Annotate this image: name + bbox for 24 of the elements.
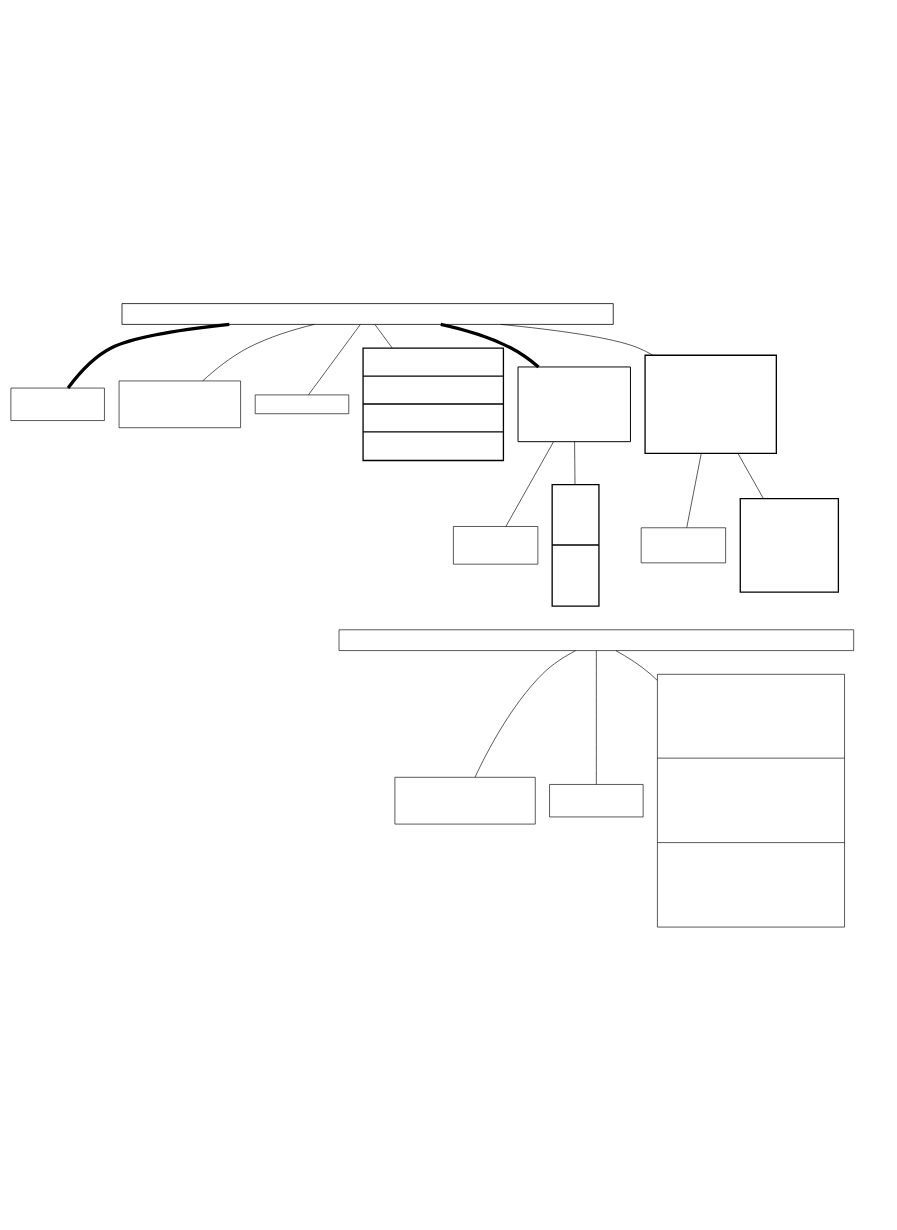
connector bbox=[737, 452, 764, 499]
connector bbox=[66, 322, 230, 389]
connector bbox=[574, 441, 576, 485]
node-box bbox=[10, 387, 105, 421]
node-box bbox=[338, 628, 854, 651]
connector bbox=[500, 323, 654, 356]
connector bbox=[474, 649, 576, 777]
node-box bbox=[394, 776, 536, 824]
connector bbox=[596, 649, 597, 785]
connector bbox=[615, 649, 658, 681]
node-box bbox=[517, 365, 631, 442]
node-box bbox=[254, 394, 350, 414]
node-box bbox=[453, 525, 539, 564]
node-box bbox=[549, 783, 644, 817]
connector bbox=[308, 323, 361, 395]
node-box bbox=[640, 526, 726, 563]
node-box bbox=[739, 497, 840, 593]
node-box bbox=[118, 380, 241, 428]
node-box bbox=[644, 354, 777, 454]
node-box bbox=[121, 302, 614, 325]
connector bbox=[202, 323, 315, 381]
connector bbox=[374, 323, 393, 348]
connector bbox=[505, 441, 554, 527]
connector bbox=[686, 452, 702, 528]
